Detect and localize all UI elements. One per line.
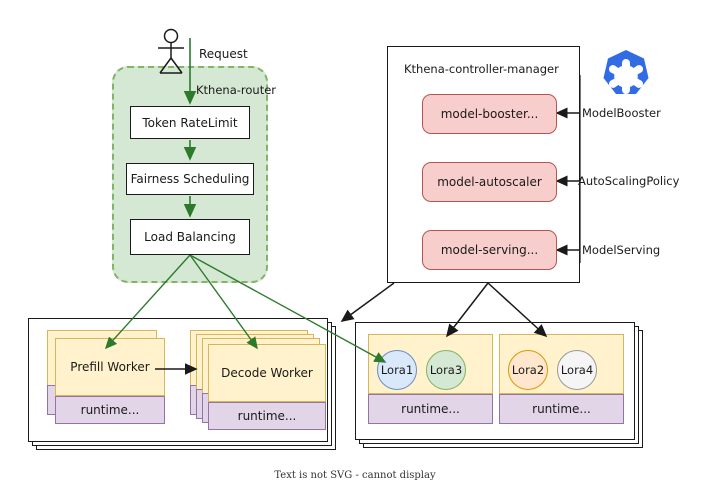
crd-modelbooster-label: ModelBooster: [582, 106, 661, 120]
decode-worker-label: Decode Worker: [221, 366, 313, 380]
lora-adapter-lora3[interactable]: Lora3: [426, 350, 466, 390]
edge-controller-to-workers: [340, 282, 395, 322]
stage-load-balancing-label: Load Balancing: [144, 230, 236, 244]
lora-adapter-lora4-label: Lora4: [560, 363, 594, 377]
prefill-worker-card[interactable]: Prefill Worker: [55, 338, 165, 396]
decode-runtime-card[interactable]: runtime...: [208, 402, 326, 430]
controller-model-booster-label: model-booster...: [440, 107, 539, 121]
request-label: Request: [199, 47, 248, 61]
prefill-runtime-card[interactable]: runtime...: [55, 396, 165, 424]
lora-adapter-lora2-label: Lora2: [511, 363, 545, 377]
controller-model-serving[interactable]: model-serving...: [422, 230, 557, 270]
controller-model-autoscaler[interactable]: model-autoscaler: [422, 162, 557, 202]
prefill-worker-label: Prefill Worker: [70, 360, 150, 374]
lora-pod-2-runtime[interactable]: runtime...: [499, 394, 624, 424]
controller-model-autoscaler-label: model-autoscaler: [437, 175, 542, 189]
decode-runtime-label: runtime...: [237, 409, 297, 423]
controller-model-booster[interactable]: model-booster...: [422, 94, 557, 134]
kthena-controller-manager-title: Kthena-controller-manager: [404, 62, 559, 76]
lora-adapter-lora4[interactable]: Lora4: [557, 350, 597, 390]
kubernetes-icon: [603, 50, 649, 94]
controller-model-serving-label: model-serving...: [440, 243, 539, 257]
lora-adapter-lora1[interactable]: Lora1: [377, 350, 417, 390]
stage-load-balancing[interactable]: Load Balancing: [130, 219, 250, 255]
lora-adapter-lora3-label: Lora3: [429, 363, 463, 377]
decode-worker-card[interactable]: Decode Worker: [208, 344, 326, 402]
lora-pod-1-runtime[interactable]: runtime...: [368, 394, 493, 424]
stage-fairness-scheduling-label: Fairness Scheduling: [130, 172, 250, 186]
stage-token-ratelimit[interactable]: Token RateLimit: [130, 106, 250, 139]
crd-modelserving-label: ModelServing: [582, 243, 661, 257]
lora-pod-2-runtime-label: runtime...: [532, 402, 591, 416]
lora-adapter-lora1-label: Lora1: [380, 363, 414, 377]
crd-autoscalingpolicy-label: AutoScalingPolicy: [578, 174, 680, 188]
lora-adapter-lora2[interactable]: Lora2: [508, 350, 548, 390]
prefill-runtime-label: runtime...: [80, 403, 140, 417]
stage-token-ratelimit-label: Token RateLimit: [142, 115, 238, 130]
stage-fairness-scheduling[interactable]: Fairness Scheduling: [126, 163, 254, 195]
lora-pod-1-runtime-label: runtime...: [401, 402, 460, 416]
kthena-router-title: Kthena-router: [196, 83, 277, 97]
diagram-caption: Text is not SVG - cannot display: [274, 470, 436, 481]
